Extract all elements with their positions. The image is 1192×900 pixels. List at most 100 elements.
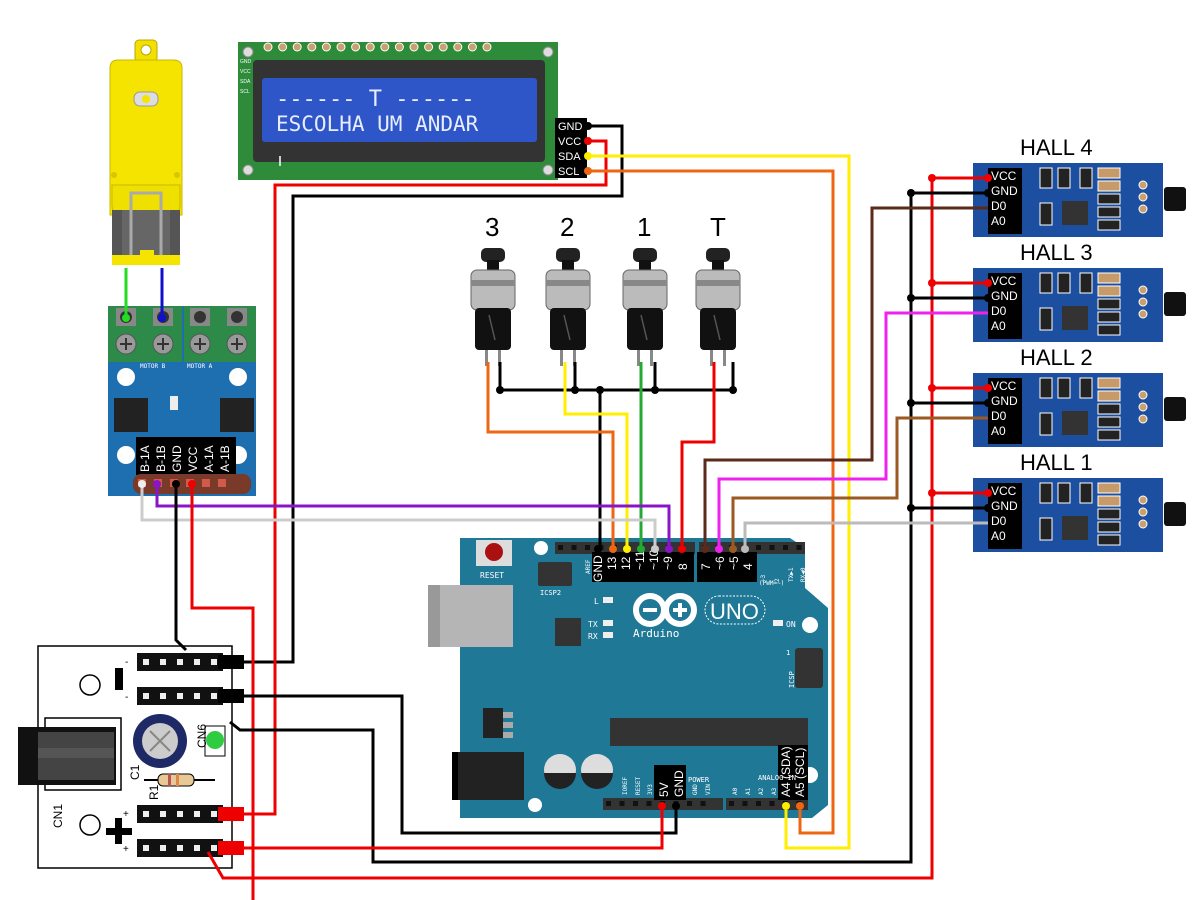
jumper-connector	[218, 807, 244, 821]
wire-junction	[984, 504, 992, 512]
wire-arduino-gnd	[244, 694, 678, 835]
wire-button-t	[680, 362, 716, 548]
digital-pin-label: GND	[591, 555, 605, 582]
button-label: 1	[637, 212, 651, 242]
hall-title: HALL 1	[1020, 450, 1093, 475]
pwm-note: (PWM=~)	[759, 580, 784, 587]
push-button-2[interactable]: 2	[545, 212, 591, 366]
push-button-T[interactable]: T	[695, 212, 741, 366]
button-label: 2	[560, 212, 574, 242]
power-pin-label: 5V	[657, 782, 671, 797]
hall-pin-label: D0	[991, 304, 1007, 318]
wire-junction	[623, 545, 631, 553]
wire-hall-gnd-rail	[229, 193, 913, 864]
analog-pin-small-label: A1	[745, 787, 752, 795]
wire-junction	[984, 384, 992, 392]
digital-pin-label: 4	[741, 563, 755, 570]
wire-junction	[188, 480, 196, 488]
wire-driver-vcc	[190, 484, 255, 900]
wire-lcd-gnd	[244, 124, 624, 664]
hall-pin-label: D0	[991, 199, 1007, 213]
wire-junction	[741, 545, 749, 553]
digital-pin-label: ~6	[713, 556, 727, 570]
hall-effect-chip	[1164, 502, 1186, 526]
wire-hall4-d0	[703, 206, 988, 548]
wire-junction	[984, 489, 992, 497]
hall-pin-label: GND	[991, 394, 1018, 408]
analog-pin-small-label: A2	[758, 787, 765, 795]
digital-pin-small-label: ~3	[760, 574, 767, 582]
hall-pin-label: VCC	[991, 379, 1017, 393]
lcd-pin-sda: SDA	[558, 151, 581, 163]
motor-b-label: MOTOR B	[140, 363, 166, 370]
wire-junction	[651, 386, 659, 394]
digital-pin-label: 7	[699, 563, 713, 570]
minus-label-2: -	[125, 692, 128, 703]
jumper-connector	[218, 655, 244, 669]
wire-junction	[672, 802, 680, 810]
plus-label-2: +	[123, 844, 129, 855]
digital-pin-label: ~5	[727, 556, 741, 570]
wire-lcd-sda	[588, 154, 851, 850]
icsp-pin1-label: 1	[786, 649, 790, 657]
lcd-header-pin	[409, 42, 419, 52]
hall-pin-label: A0	[991, 529, 1006, 543]
lcd-header-pin	[321, 42, 331, 52]
power-module: - - + + CN6 C1 R1 CN1	[18, 645, 244, 869]
power-label: POWER	[688, 776, 710, 784]
hall-pin-label: GND	[991, 289, 1018, 303]
wire-junction	[729, 545, 737, 553]
hall-pin-label: GND	[991, 499, 1018, 513]
dc-gear-motor	[109, 39, 183, 265]
push-button-3[interactable]: 3	[470, 212, 516, 366]
arduino-brand: Arduino	[633, 627, 679, 640]
power-pin-small-label: IOREF	[622, 777, 629, 795]
lcd-header-pin	[424, 42, 434, 52]
wire-junction	[153, 480, 161, 488]
lcd-screen	[262, 78, 537, 142]
cn1-label: CN1	[51, 804, 65, 828]
button-label: 3	[485, 212, 499, 242]
power-pin-small-label: GND	[692, 784, 699, 795]
power-pin-small-label: RESET	[635, 777, 642, 795]
wire-junction	[907, 294, 915, 302]
wire-junction	[984, 174, 992, 182]
wire-junction	[584, 122, 592, 130]
driver-pin-label: B-1A	[138, 445, 152, 472]
wire-hall2-d0	[731, 416, 988, 548]
wire-junction	[584, 167, 592, 175]
lcd-side-label-scl: SCL	[240, 89, 250, 95]
push-button-1[interactable]: 1	[622, 212, 668, 366]
driver-pin-label: A-1B	[218, 445, 232, 472]
hall-pin-label: D0	[991, 409, 1007, 423]
wire-hall-vcc-rail	[206, 178, 934, 880]
lcd-header-pin	[336, 42, 346, 52]
wire-hall3-d0	[717, 311, 988, 548]
analog-label: ANALOG IN	[758, 774, 796, 782]
arduino-logo: UNO Arduino	[633, 593, 766, 640]
lcd-header-pin	[351, 42, 361, 52]
led-l-label: L	[594, 597, 599, 606]
lcd-side-label-sda: SDA	[240, 79, 251, 85]
wire-button-2	[563, 362, 629, 548]
hall-effect-chip	[1164, 397, 1186, 421]
digital-pin-small-label: TX▶1	[788, 567, 795, 582]
wire-junction	[122, 314, 130, 322]
lcd-pin-scl: SCL	[558, 166, 579, 178]
wire-driver-b1b	[155, 484, 671, 548]
power-pin-label: GND	[672, 770, 686, 797]
lcd-header-pin	[482, 42, 492, 52]
icsp2-label: ICSP2	[540, 589, 561, 597]
analog-pin-small-label: A0	[732, 787, 739, 795]
driver-pin-label: A-1A	[202, 445, 216, 472]
wire-junction	[984, 189, 992, 197]
wire-junction	[715, 545, 723, 553]
lcd-header-pin	[365, 42, 375, 52]
wire-junction	[796, 802, 804, 810]
digital-pin-label: 13	[605, 556, 619, 570]
lcd-header-pin	[453, 42, 463, 52]
